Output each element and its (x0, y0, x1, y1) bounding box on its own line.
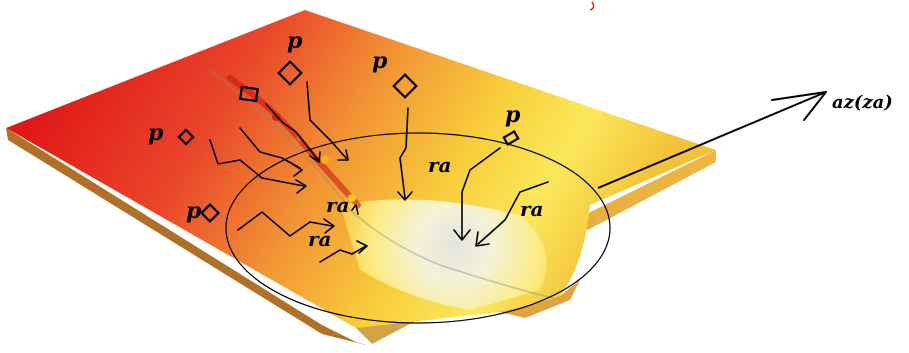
label-ra: ra (428, 153, 452, 177)
particle-square (239, 85, 259, 103)
labels: p p p p p ra ra ra ra az(za) (148, 28, 893, 251)
label-p: p (186, 198, 202, 224)
deformation-pit (340, 199, 547, 310)
az-arrow (597, 91, 827, 189)
slab (6, 10, 716, 346)
particle-diamond (177, 128, 195, 146)
label-ra: ra (520, 197, 544, 221)
streak-dot (272, 113, 280, 121)
zone-ellipse (225, 132, 611, 324)
particles (177, 60, 520, 224)
streak-dot (348, 194, 356, 202)
label-p: p (148, 120, 164, 146)
streak-dot (321, 156, 329, 164)
top-mark (589, 1, 595, 11)
label-p: p (287, 28, 303, 54)
particle-diamond (199, 202, 221, 224)
particle-diamond (502, 130, 520, 146)
slab-top-surface (6, 10, 716, 328)
particle-diamond (277, 60, 303, 86)
fold-line (209, 69, 561, 301)
label-p: p (505, 102, 521, 128)
particle-diamond (392, 73, 418, 99)
label-ra: ra (308, 227, 332, 251)
label-p: p (372, 48, 388, 74)
label-ra: ra (326, 193, 350, 217)
trajectories (209, 81, 549, 263)
label-az: az(za) (832, 92, 893, 113)
